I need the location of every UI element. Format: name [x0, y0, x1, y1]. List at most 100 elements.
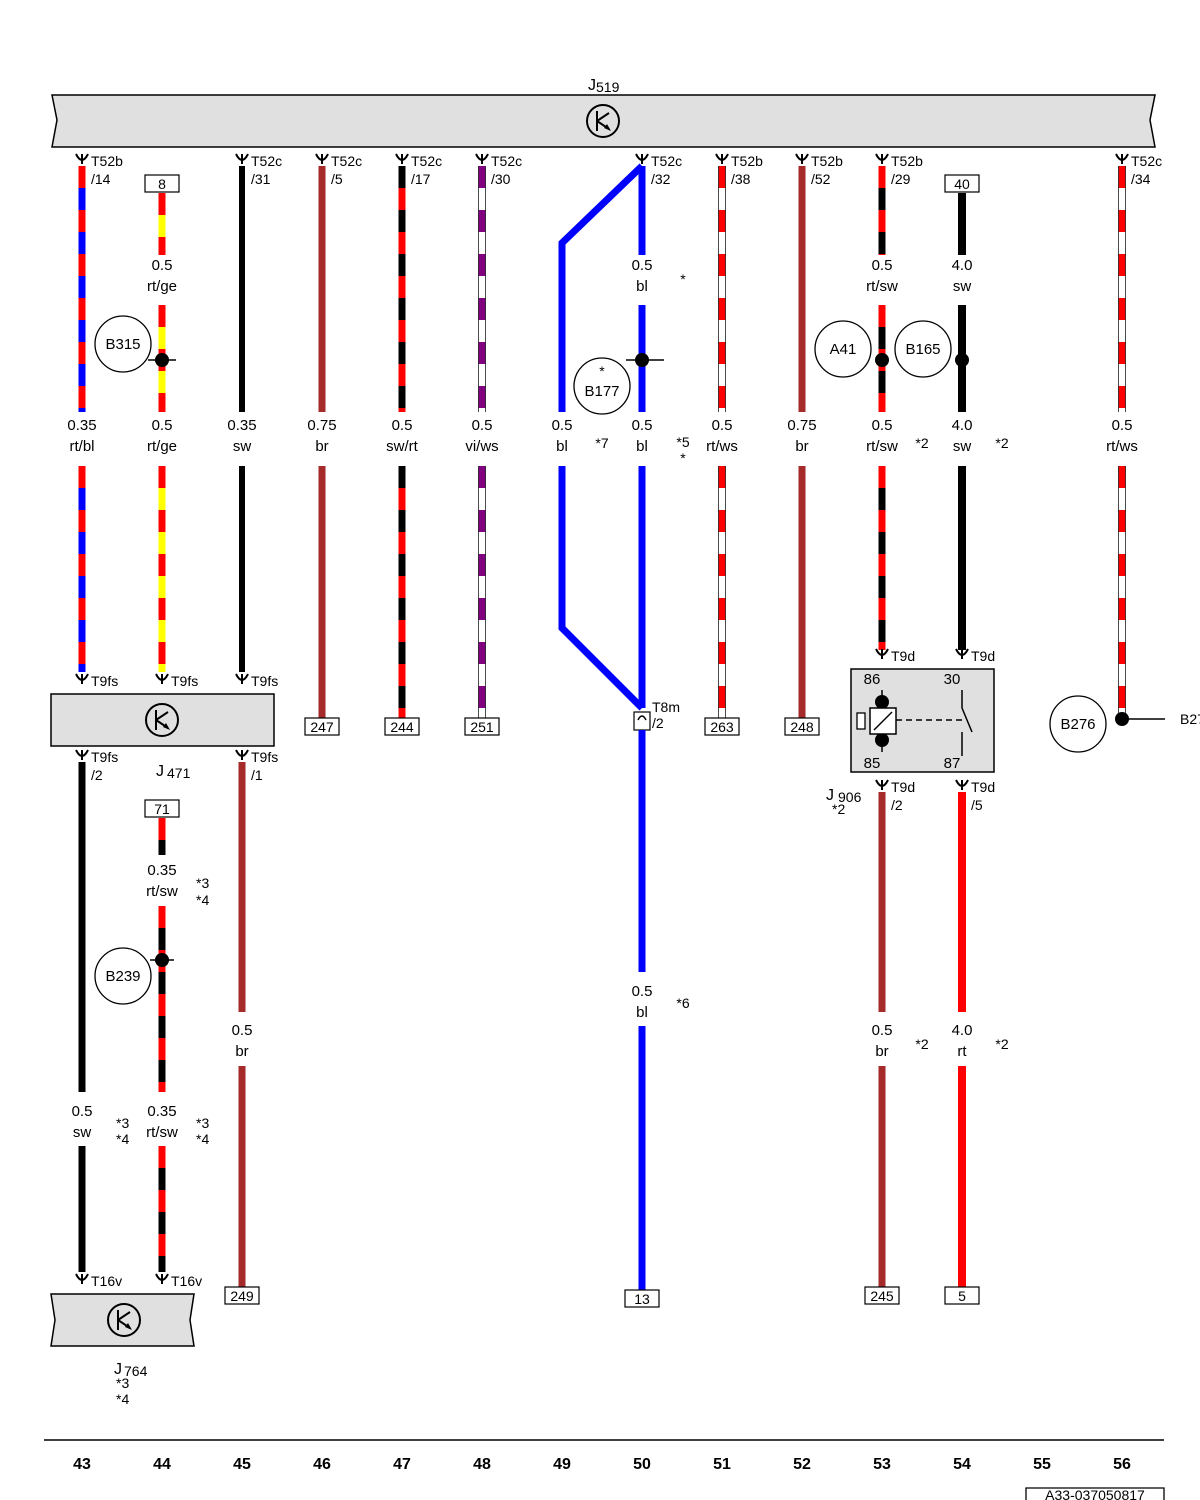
- ground-b276-label: B276: [1060, 716, 1095, 733]
- wire-44-mid-gauge: 0.5: [152, 257, 173, 274]
- wire-51-color: rt/ws: [706, 438, 738, 455]
- conn-t9fs-7-pin-id: T9fs: [91, 673, 118, 689]
- ref-248-label: 248: [790, 719, 814, 735]
- lower-53-note: *2: [915, 1036, 928, 1052]
- j519-symbol-arrow: [604, 124, 611, 131]
- diagram-ref-label: A33-037050817: [1045, 1487, 1145, 1500]
- wire-50-color: bl: [636, 438, 648, 455]
- j519-symbol-ring: [586, 104, 620, 138]
- lower-44-mid-gauge: 0.35: [147, 862, 176, 879]
- wire-54-mid-color: sw: [953, 278, 972, 295]
- wire-52-color: br: [795, 438, 808, 455]
- conn-t52b-29-pin-no: /29: [891, 171, 911, 187]
- conn-t9fs-2-pin-no: /2: [91, 767, 103, 783]
- conn-t52b-52-pin-no: /52: [811, 171, 831, 187]
- wire-50-gauge: 0.5: [632, 417, 653, 434]
- j764-symbol-arrow: [125, 1323, 132, 1330]
- ground-b315-label: B315: [105, 336, 140, 353]
- conn-t8m-symbol: [637, 715, 647, 721]
- j764-symbol-ring: [107, 1303, 141, 1337]
- conn-t52c-5-pin-id: T52c: [331, 153, 362, 169]
- column-number-46: 46: [313, 1456, 331, 1473]
- conn-t9d-5-pin-id: T9d: [971, 779, 995, 795]
- wire-51-gauge: 0.5: [712, 417, 733, 434]
- ref-244-box: [384, 717, 420, 736]
- ref-40-box: [944, 174, 980, 193]
- conn-t9fs-4-pin-id: T9fs: [251, 673, 278, 689]
- conn-t52c-30-pin-id: T52c: [491, 153, 522, 169]
- ref-249-box: [224, 1286, 260, 1305]
- wire-49-color: bl: [556, 438, 568, 455]
- lower-54-gauge: 4.0: [952, 1022, 973, 1039]
- conn-t9d-1-pin-id: T9d: [891, 648, 915, 664]
- ground-b177-note: *: [599, 363, 605, 379]
- j519-housing: [51, 94, 1156, 148]
- column-number-55: 55: [1033, 1456, 1051, 1473]
- wire-51-lower: [718, 466, 726, 718]
- junction-a41: [875, 353, 889, 367]
- ref-244-label: 244: [390, 719, 414, 735]
- column-number-44: 44: [153, 1456, 171, 1473]
- relay-pin-87: 87: [944, 755, 961, 772]
- lower-44-mid-note-b: *4: [196, 892, 209, 908]
- lower-44-mid-color: rt/sw: [146, 883, 178, 900]
- conn-t52b-14-pin-id: T52b: [91, 153, 123, 169]
- column-number-53: 53: [873, 1456, 891, 1473]
- relay-pin-86: 86: [864, 671, 881, 688]
- conn-t9d-2-pin-id: T9d: [891, 779, 915, 795]
- wire-45-gauge: 0.35: [227, 417, 256, 434]
- ground-b165-circle: [894, 320, 952, 378]
- wire-49-lower: [558, 466, 645, 711]
- ground-b177-circle: [573, 357, 631, 415]
- column-number-49: 49: [553, 1456, 571, 1473]
- ground-b177-label: B177: [584, 383, 619, 400]
- column-number-56: 56: [1113, 1456, 1131, 1473]
- conn-t9fs-3-pin-id: T9fs: [171, 673, 198, 689]
- relay-switch-blade: [961, 707, 973, 733]
- j764-note-a: *3: [116, 1375, 129, 1391]
- ref-13-box: [624, 1289, 660, 1308]
- lower-50-color: bl: [636, 1004, 648, 1021]
- wire-46-color: br: [315, 438, 328, 455]
- conn-t52b-52-pin-id: T52b: [811, 153, 843, 169]
- conn-t9d-3-pin-id: T9d: [971, 648, 995, 664]
- wire-54-color: sw: [953, 438, 972, 455]
- wire-49-upper: [558, 163, 645, 412]
- diagram-ref-box: [1025, 1487, 1165, 1500]
- j471-symbol-arrow: [163, 723, 170, 730]
- wire-49-note: *7: [595, 435, 608, 451]
- j906-label: J: [826, 787, 834, 804]
- conn-t52c-30-pin-no: /30: [491, 171, 511, 187]
- lower-44-mid-note-a: *3: [196, 875, 209, 891]
- wire-48-gauge: 0.5: [472, 417, 493, 434]
- lower-43-note-a: *3: [116, 1115, 129, 1131]
- wire-53-note: *2: [915, 435, 928, 451]
- ref-247-label: 247: [310, 719, 334, 735]
- ref-8-box: [144, 174, 180, 193]
- relay-coil-dot-top: [875, 695, 889, 709]
- column-number-54: 54: [953, 1456, 971, 1473]
- j764-housing: [50, 1293, 195, 1347]
- conn-t52c-32-pin-id: T52c: [651, 153, 682, 169]
- wire-49-gauge: 0.5: [552, 417, 573, 434]
- lower-54-color: rt: [957, 1043, 967, 1060]
- lower-44-note-a: *3: [196, 1115, 209, 1131]
- column-number-45: 45: [233, 1456, 251, 1473]
- lower-43-color: sw: [73, 1124, 92, 1141]
- ref-248-box: [784, 717, 820, 736]
- conn-t52c-31-pin-no: /31: [251, 171, 271, 187]
- conn-t52c-31-pin-id: T52c: [251, 153, 282, 169]
- wire-50-mid-color: bl: [636, 278, 648, 295]
- ref-263-label: 263: [710, 719, 734, 735]
- ground-a41-circle: [814, 320, 872, 378]
- conn-t8m-pin-no: /2: [652, 715, 664, 731]
- lower-53-gauge: 0.5: [872, 1022, 893, 1039]
- j906-label-sub: 906: [838, 789, 862, 805]
- j906-note: *2: [832, 801, 845, 817]
- lower-54-note: *2: [995, 1036, 1008, 1052]
- conn-t9d-5-pin-no: /5: [971, 797, 983, 813]
- junction-b239: [155, 953, 169, 967]
- conn-t52c-17-pin-id: T52c: [411, 153, 442, 169]
- wire-48-lower: [478, 466, 486, 718]
- ref-8-label: 8: [158, 176, 166, 192]
